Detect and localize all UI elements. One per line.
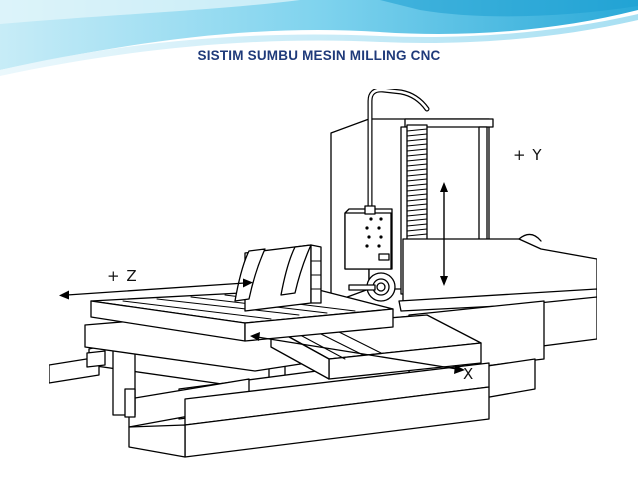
y-axis-arrow bbox=[440, 182, 448, 286]
diagram-panel: + Y + Z X bbox=[49, 89, 597, 463]
angle-plate-fixture bbox=[234, 244, 322, 312]
spindle-head bbox=[398, 233, 597, 312]
y-axis-label: + Y bbox=[513, 146, 543, 164]
z-axis-label: + Z bbox=[107, 267, 138, 285]
control-box bbox=[344, 205, 393, 270]
x-axis-arrow bbox=[250, 332, 465, 374]
cnc-milling-machine-drawing bbox=[49, 89, 597, 458]
z-axis-arrow bbox=[59, 278, 253, 300]
header-wave-decoration bbox=[0, 0, 638, 76]
x-axis-label: X bbox=[463, 365, 475, 383]
slide-title: SISTIM SUMBU MESIN MILLING CNC bbox=[197, 48, 441, 63]
y-axis-lead-screw bbox=[406, 124, 428, 244]
spindle-nose bbox=[348, 272, 396, 302]
